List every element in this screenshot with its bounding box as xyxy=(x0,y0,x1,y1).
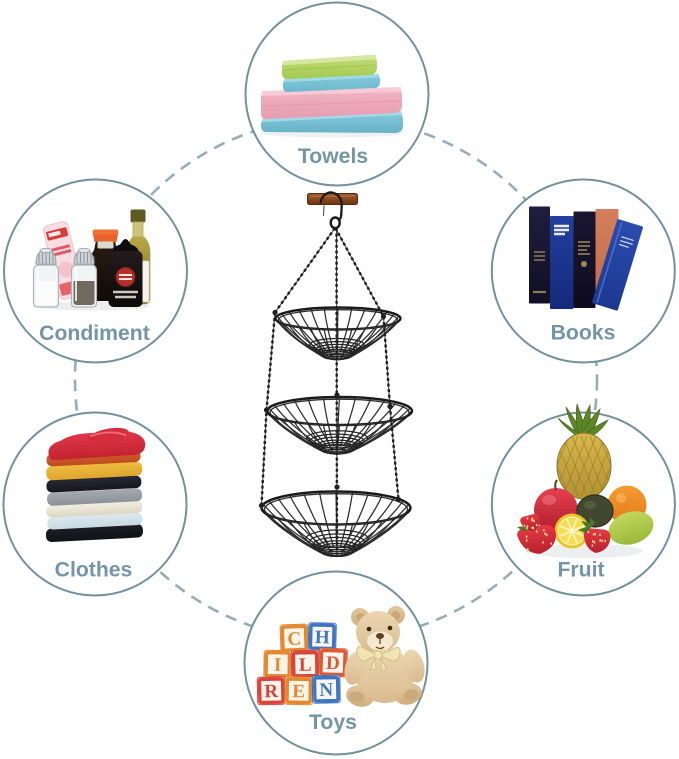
svg-text:Toys: Toys xyxy=(309,711,357,734)
svg-text:C: C xyxy=(287,629,301,650)
svg-text:E: E xyxy=(292,681,305,702)
svg-text:H: H xyxy=(315,627,331,648)
svg-text:Clothes: Clothes xyxy=(55,559,133,582)
svg-text:N: N xyxy=(319,680,333,701)
svg-text:L: L xyxy=(299,655,312,676)
svg-text:Books: Books xyxy=(551,322,616,345)
svg-text:I: I xyxy=(274,655,282,676)
svg-text:Fruit: Fruit xyxy=(557,559,604,582)
svg-text:Towels: Towels xyxy=(298,145,368,168)
svg-text:D: D xyxy=(326,653,340,674)
svg-text:Condiment: Condiment xyxy=(39,322,150,345)
svg-text:R: R xyxy=(264,681,279,702)
